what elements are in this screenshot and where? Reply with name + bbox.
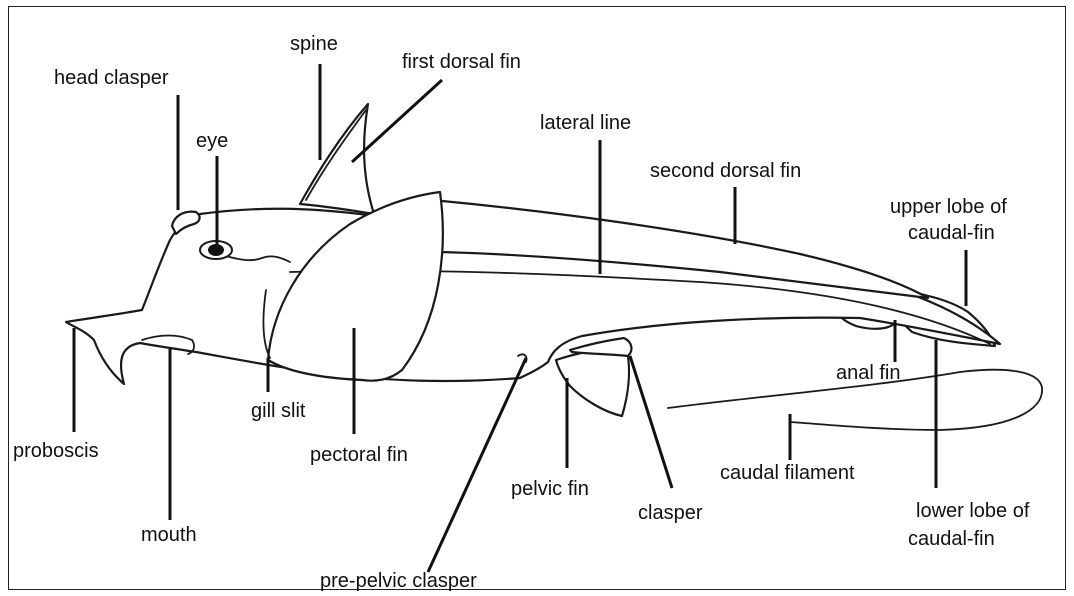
label-second-dorsal-fin: second dorsal fin [650,160,801,182]
label-upper-lobe-line2: caudal-fin [908,222,995,244]
label-clasper: clasper [638,502,702,524]
label-lower-lobe-line1: lower lobe of [916,500,1029,522]
label-spine: spine [290,33,338,55]
label-lower-lobe-line2: caudal-fin [908,528,995,550]
label-first-dorsal-fin: first dorsal fin [402,51,521,73]
label-anal-fin: anal fin [836,362,901,384]
clasper-leader [630,356,672,488]
label-caudal-filament: caudal filament [720,462,855,484]
label-mouth: mouth [141,524,197,546]
first-dorsal-fin-shape [300,104,374,214]
label-upper-lobe-line1: upper lobe of [890,196,1007,218]
label-proboscis: proboscis [13,440,99,462]
label-head-clasper: head clasper [54,67,169,89]
label-gill-slit: gill slit [251,400,305,422]
clasper-shape [570,338,631,356]
label-pelvic-fin: pelvic fin [511,478,589,500]
label-lateral-line: lateral line [540,112,631,134]
label-eye: eye [196,130,228,152]
label-pre-pelvic-clasper: pre-pelvic clasper [320,570,477,592]
pre-pelvic-clasper-leader [428,358,526,572]
label-pectoral-fin: pectoral fin [310,444,408,466]
